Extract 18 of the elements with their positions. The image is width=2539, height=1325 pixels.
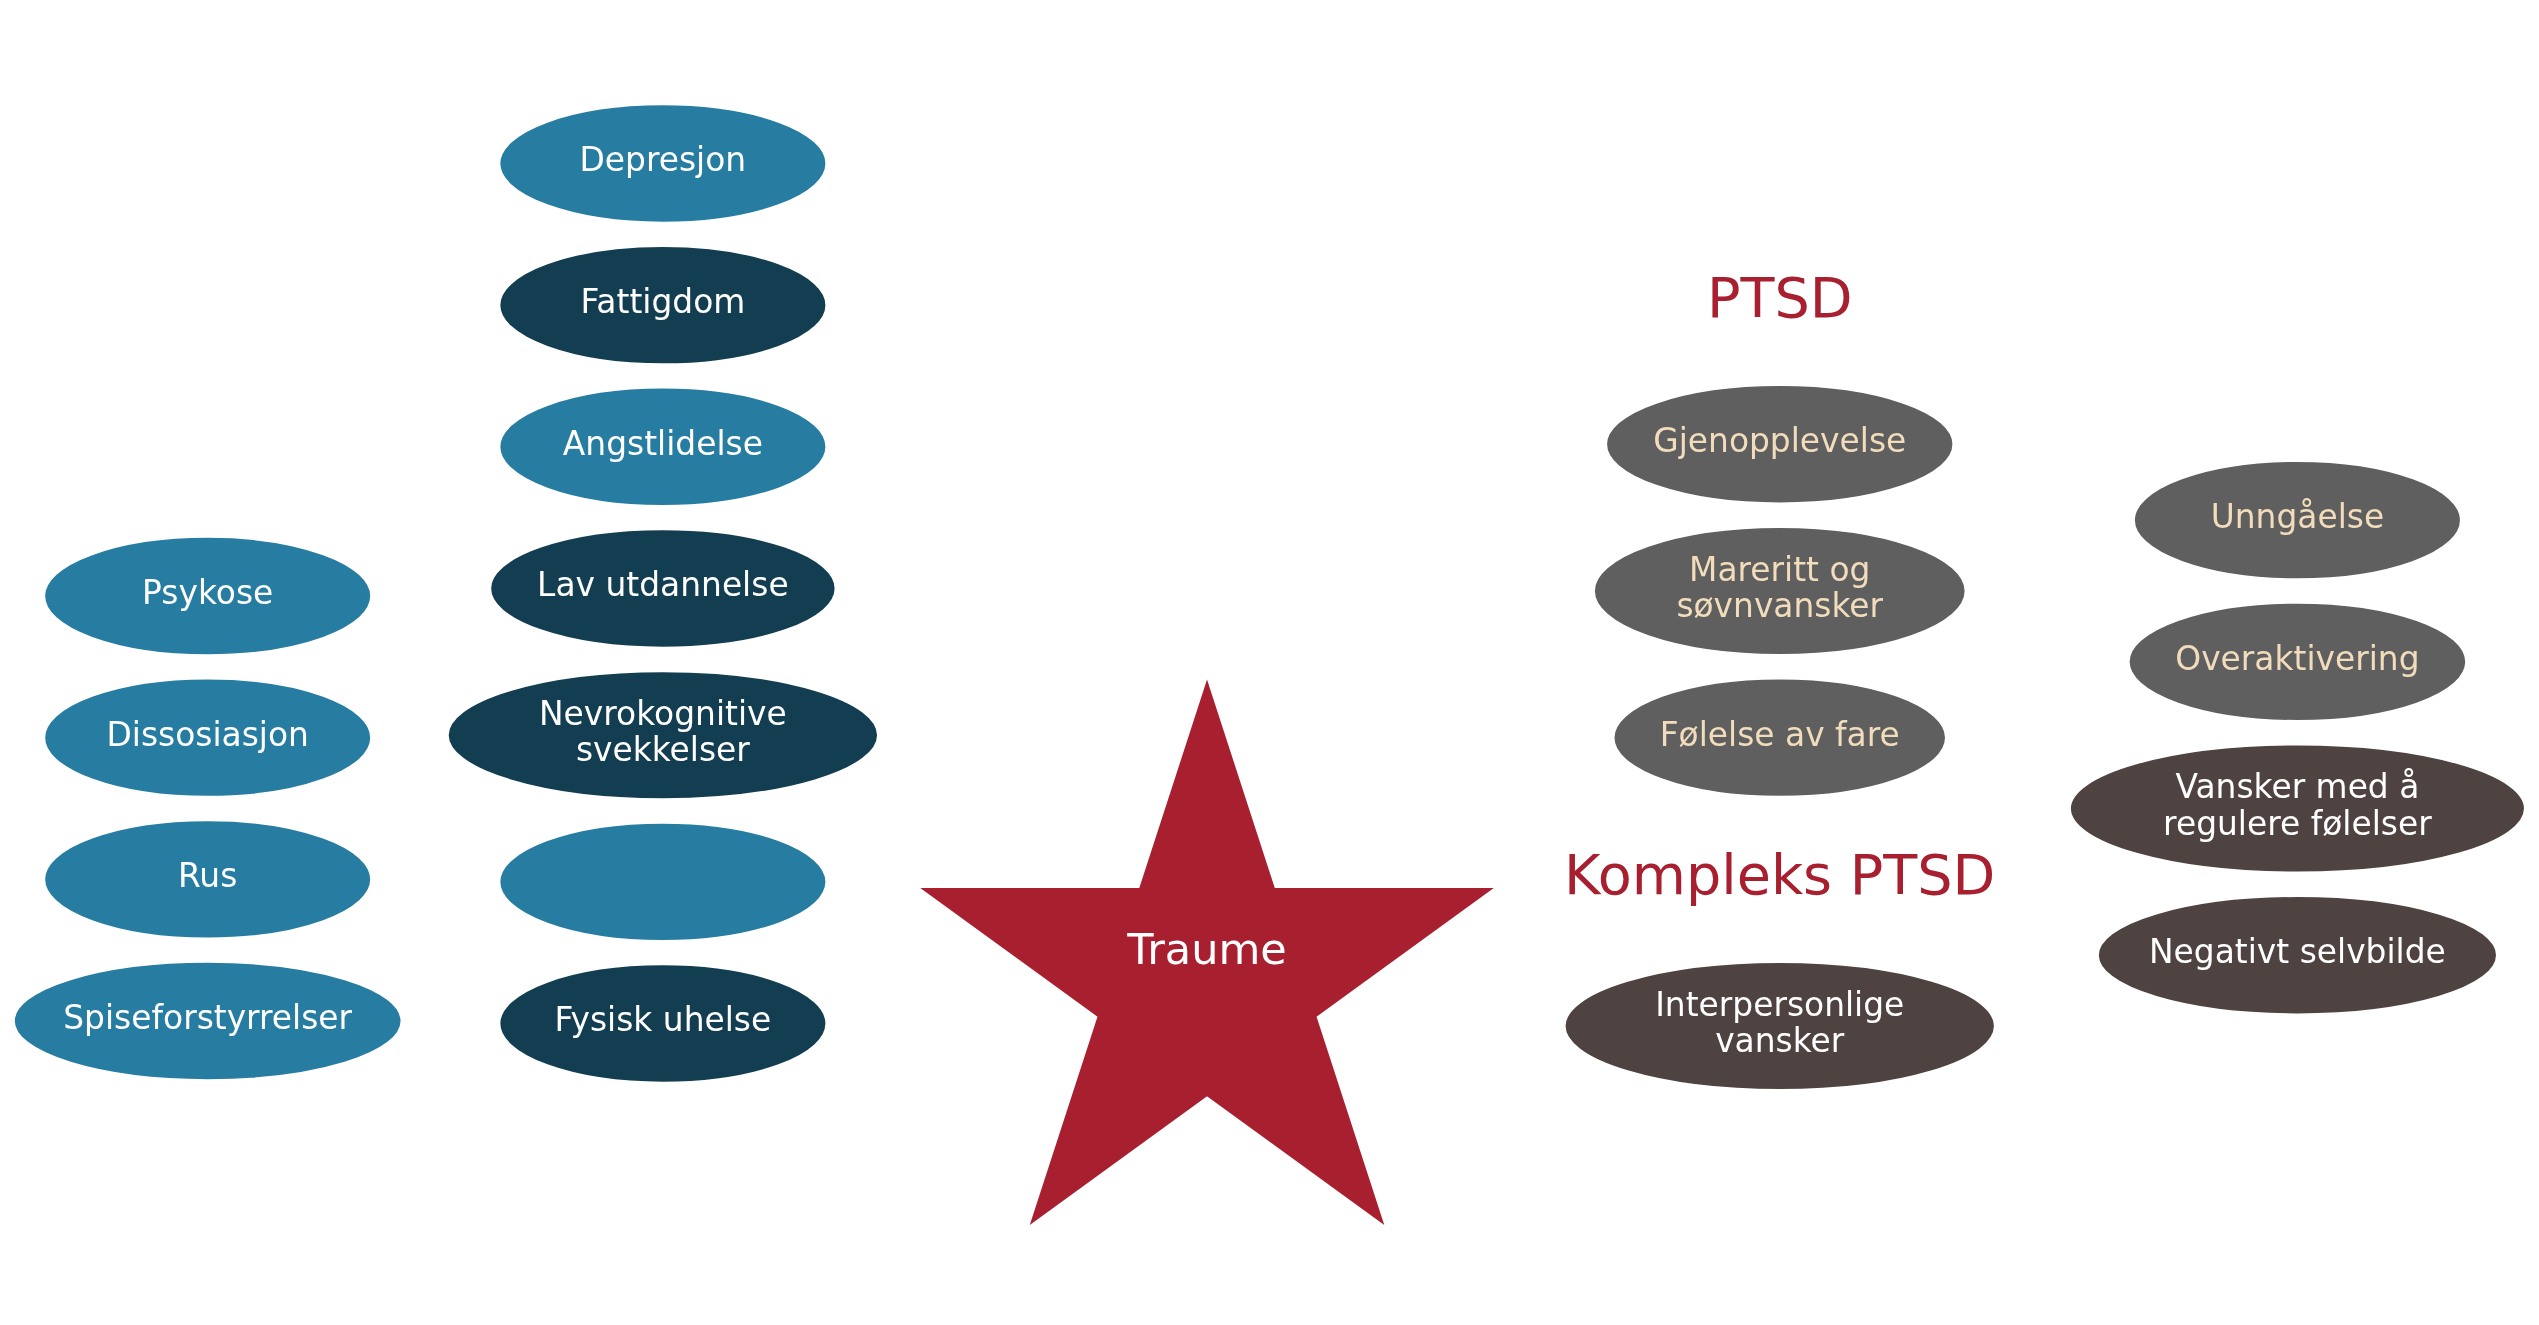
node-ellipse: Gjenopplevelse [1604,383,1955,505]
node-ellipse: Rus [42,818,373,940]
node-ellipse: Følelse av fare [1611,676,1948,798]
node-ellipse: Overaktivering [2127,600,2468,722]
node-ellipse: Fysisk uhelse [497,962,828,1084]
label: PTSD [1706,264,1853,330]
node-ellipse [497,820,828,943]
node-ellipse: Psykose [42,534,373,657]
node-ellipse: Angstlidelse [497,385,828,507]
node-ellipse: Nevrokognitive svekkelser [446,669,880,801]
node-ellipse: Dissosiasjon [42,676,373,798]
label: Kompleks PTSD [1564,841,1996,906]
node-ellipse: Lav utdannelse [488,527,838,649]
node-ellipse: Negativt selvbilde [2096,894,2499,1016]
node-ellipse: Vansker med å regulere følelser [2068,742,2527,874]
node-ellipse: Depresjon [497,102,828,224]
node-ellipse: Spiseforstyrrelser [12,959,404,1082]
node-ellipse: Interpersonlige vansker [1563,960,1997,1092]
